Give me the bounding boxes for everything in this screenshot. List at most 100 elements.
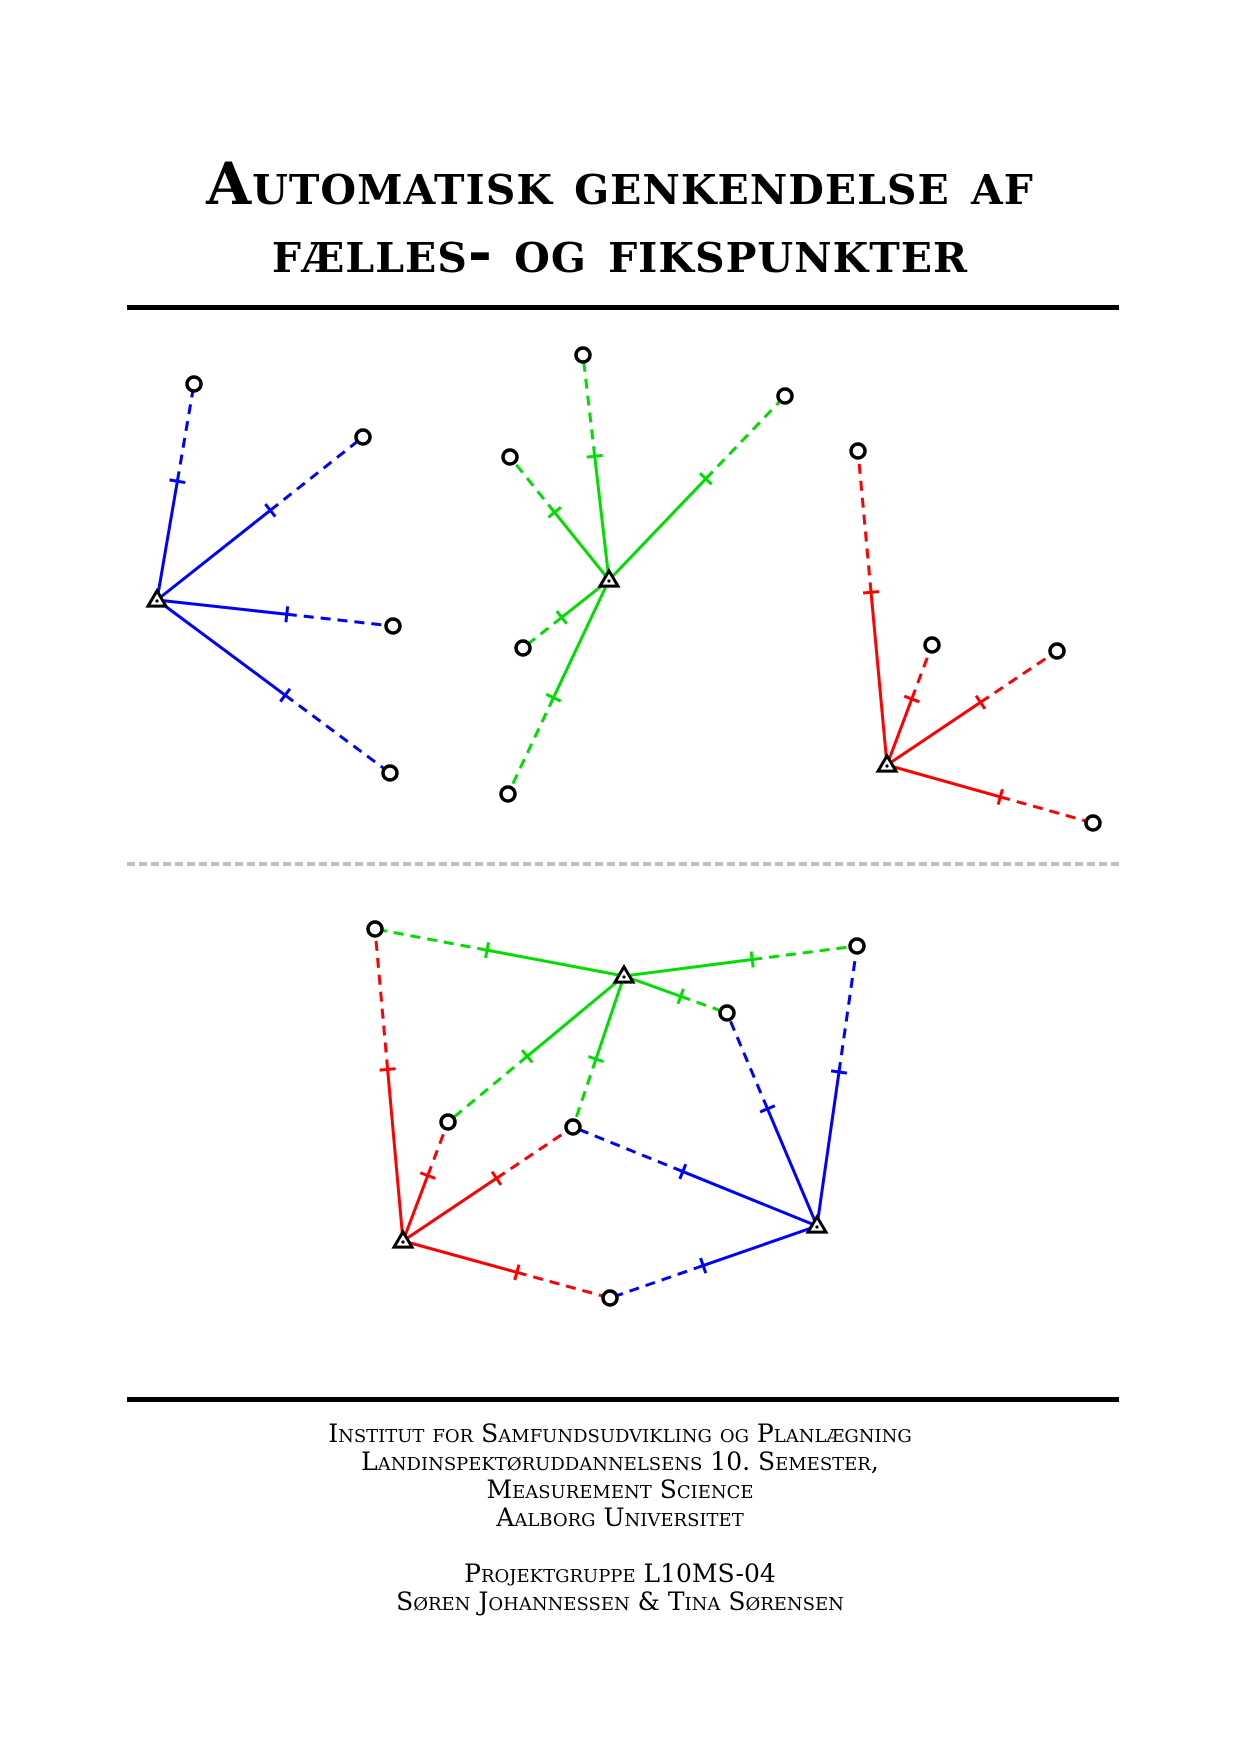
- green-solid-segment: [486, 948, 625, 978]
- red-tick: [419, 1171, 436, 1180]
- blue-tick: [169, 478, 186, 485]
- blue-dashed-segment: [269, 435, 364, 512]
- triangle-station-icon: [597, 567, 621, 588]
- green-dashed-segment: [508, 456, 556, 514]
- blue-dashed-segment: [286, 612, 394, 628]
- institute-line: Institut for Samfundsudvikling og Planlæ…: [328, 1419, 912, 1448]
- green-tick: [545, 692, 562, 703]
- circle-point-icon: [718, 1004, 736, 1022]
- circle-point-icon: [354, 428, 372, 446]
- green-solid-segment: [607, 477, 707, 582]
- blue-dashed-segment: [572, 1125, 684, 1173]
- red-dashed-segment: [979, 649, 1058, 704]
- green-dashed-segment: [581, 354, 597, 457]
- red-dashed-segment: [910, 644, 934, 700]
- green-tick: [698, 472, 713, 486]
- authors-line: Søren Johannessen & Tina Sørensen: [396, 1587, 844, 1616]
- red-dashed-segment: [516, 1270, 611, 1300]
- footer: Institut for Samfundsudvikling og Planlæ…: [0, 1420, 1240, 1616]
- circle-point-icon: [384, 617, 402, 635]
- red-tick: [903, 694, 920, 704]
- green-solid-segment: [593, 456, 611, 581]
- blue-dashed-segment: [175, 383, 196, 482]
- blue-solid-segment: [156, 598, 287, 616]
- station-center-dot: [155, 599, 159, 603]
- red-tick: [490, 1170, 503, 1186]
- circle-point-icon: [501, 448, 519, 466]
- green-tick: [586, 453, 603, 459]
- triangle-station-icon: [145, 587, 169, 608]
- green-solid-segment: [552, 579, 611, 699]
- circle-point-icon: [381, 764, 399, 782]
- station-center-dot: [815, 1225, 819, 1229]
- blue-dashed-segment: [284, 693, 391, 775]
- blue-tick: [279, 687, 292, 703]
- station-center-dot: [885, 764, 889, 768]
- circle-point-icon: [1084, 814, 1102, 832]
- bottom-rule: [127, 1397, 1119, 1402]
- red-dashed-segment: [495, 1125, 574, 1180]
- red-solid-segment: [402, 1239, 518, 1274]
- circle-point-icon: [776, 387, 794, 405]
- green-solid-segment: [553, 511, 611, 581]
- blue-solid-segment: [156, 598, 287, 697]
- red-dashed-segment: [856, 450, 873, 593]
- red-solid-segment: [402, 1177, 498, 1243]
- green-dashed-segment: [447, 1055, 529, 1124]
- red-solid-segment: [886, 701, 982, 767]
- triangle-station-icon: [805, 1213, 829, 1234]
- triangle-station-icon: [391, 1228, 415, 1249]
- blue-solid-segment: [682, 1170, 818, 1228]
- red-solid-segment: [386, 1069, 405, 1242]
- green-tick: [547, 506, 562, 519]
- blue-dashed-segment: [609, 1264, 704, 1300]
- title-line-2: fælles- og fikspunkter: [271, 218, 969, 286]
- circle-point-icon: [601, 1289, 619, 1307]
- green-solid-segment: [623, 958, 753, 978]
- page-title: Automatisk genkendelse af fælles- og fik…: [0, 150, 1240, 286]
- top-rule: [127, 305, 1119, 310]
- red-solid-segment: [885, 698, 914, 766]
- blue-dashed-segment: [837, 945, 859, 1073]
- green-tick: [749, 951, 755, 968]
- circle-point-icon: [366, 920, 384, 938]
- circle-point-icon: [185, 375, 203, 393]
- title-line-1: Automatisk genkendelse af: [206, 150, 1034, 218]
- circle-point-icon: [849, 442, 867, 460]
- green-tick: [484, 942, 491, 959]
- green-dashed-segment: [571, 1058, 598, 1128]
- dashed-divider: [127, 862, 1119, 866]
- blue-tick: [759, 1104, 776, 1114]
- circle-point-icon: [574, 346, 592, 364]
- red-solid-segment: [869, 592, 889, 766]
- green-dashed-segment: [374, 927, 488, 952]
- green-dashed-segment: [704, 394, 787, 480]
- red-solid-segment: [401, 1175, 430, 1242]
- blue-tick: [284, 606, 290, 623]
- green-solid-segment: [594, 975, 626, 1060]
- red-tick: [513, 1264, 521, 1281]
- blue-tick: [264, 503, 277, 518]
- blue-tick: [830, 1069, 848, 1075]
- red-dashed-segment: [426, 1121, 450, 1177]
- red-tick: [862, 590, 880, 595]
- green-tick: [587, 1055, 605, 1064]
- blue-solid-segment: [156, 509, 272, 602]
- specialization-line: Measurement Science: [486, 1475, 754, 1504]
- circle-point-icon: [514, 639, 532, 657]
- circle-point-icon: [439, 1113, 457, 1131]
- red-tick: [996, 788, 1004, 806]
- station-center-dot: [401, 1240, 405, 1244]
- circle-point-icon: [848, 937, 866, 955]
- green-solid-segment: [526, 974, 625, 1058]
- station-center-dot: [607, 579, 611, 583]
- circle-point-icon: [1048, 642, 1066, 660]
- blue-solid-segment: [702, 1224, 818, 1268]
- station-center-dot: [622, 975, 626, 979]
- green-tick: [676, 988, 685, 1005]
- circle-point-icon: [564, 1118, 582, 1136]
- green-solid-segment: [623, 974, 682, 998]
- green-dashed-segment: [506, 697, 555, 795]
- blue-solid-segment: [155, 480, 179, 601]
- group-line: Projektgruppe L10MS-04: [464, 1559, 776, 1588]
